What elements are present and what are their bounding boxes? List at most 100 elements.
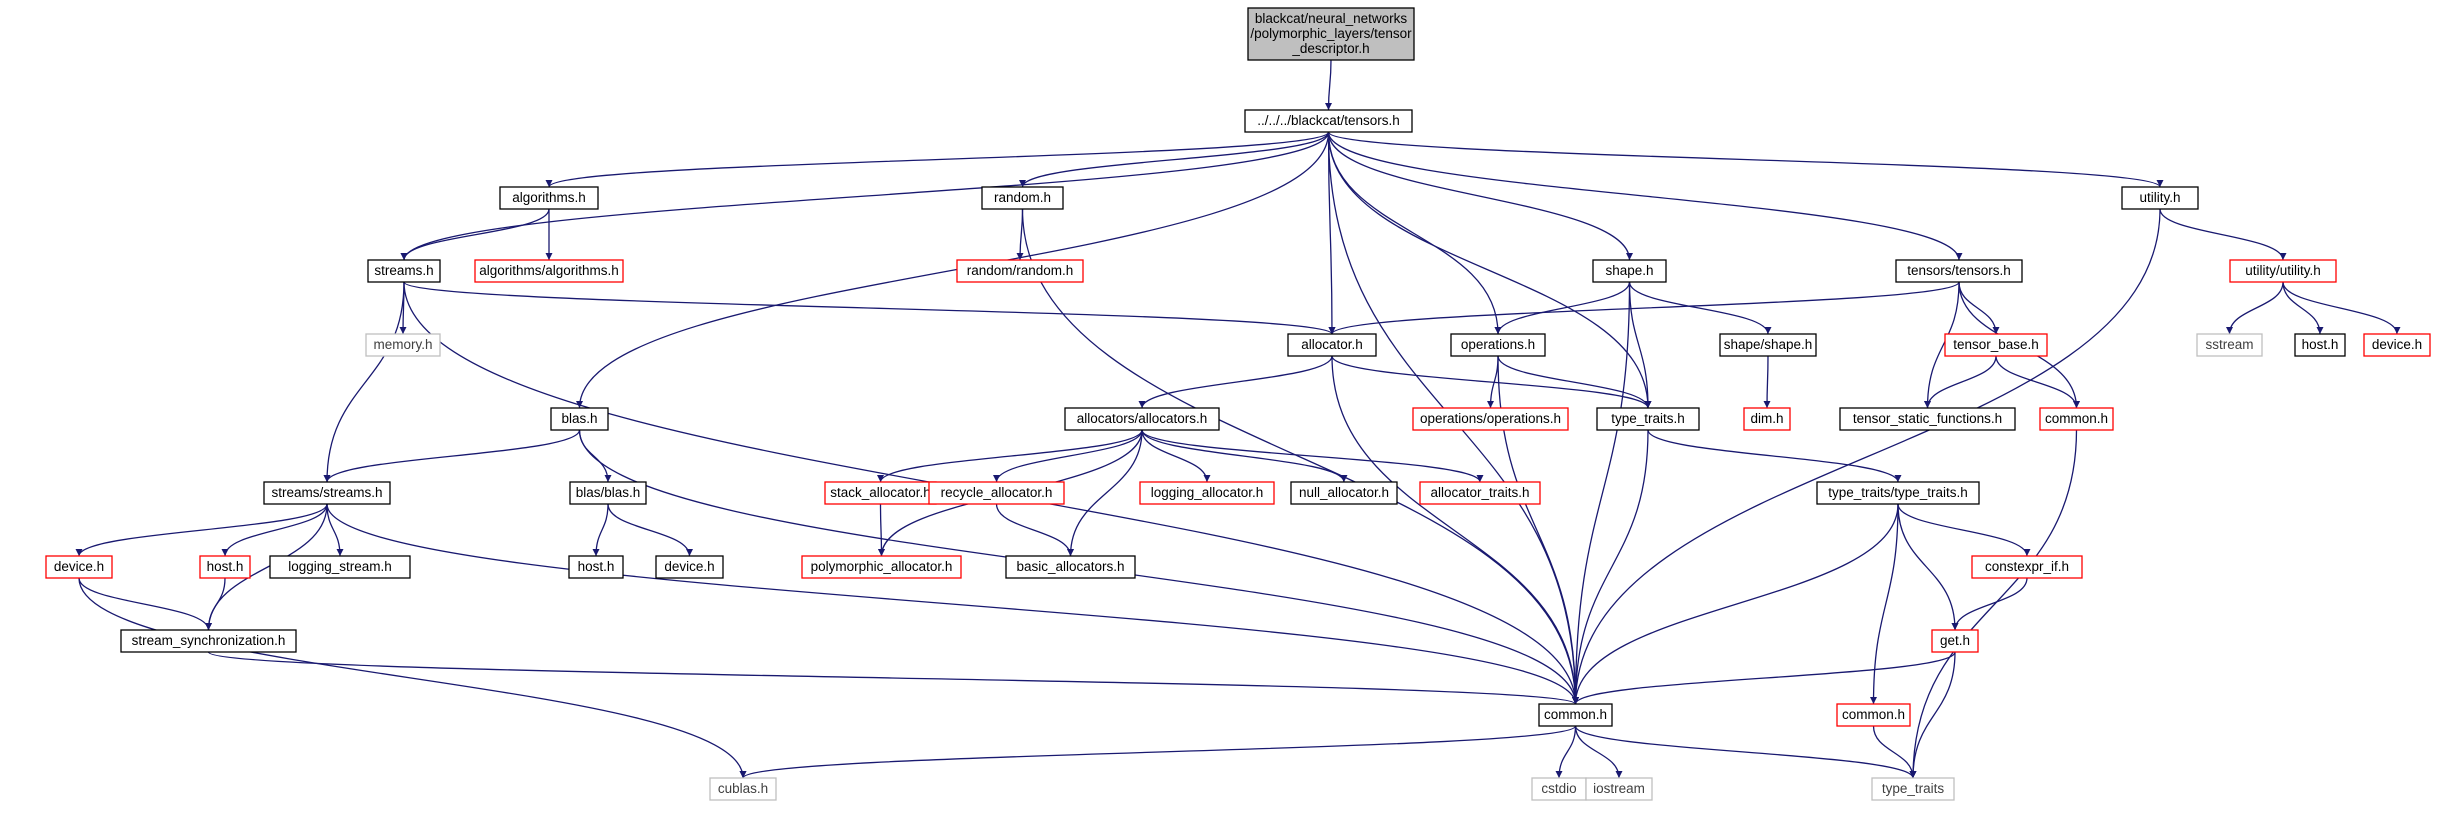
node-device1[interactable]: device.h xyxy=(2363,333,2431,357)
node-label: recycle_allocator.h xyxy=(941,485,1053,500)
node-stream-sync[interactable]: stream_synchronization.h xyxy=(120,629,297,653)
edge-shape-to-shape-shape xyxy=(1628,281,1772,335)
node-constexpr-if[interactable]: constexpr_if.h xyxy=(1971,555,2083,579)
edge xyxy=(1327,131,1633,261)
node-box xyxy=(1944,333,2048,357)
node-alloc-alloc[interactable]: allocators/allocators.h xyxy=(1064,407,1220,431)
node-tensors[interactable]: ../../../blackcat/tensors.h xyxy=(1244,109,1413,133)
edge-common-main-to-type-traits xyxy=(1574,725,1917,779)
node-box xyxy=(263,481,391,505)
node-type-traits-h[interactable]: type_traits.h xyxy=(1596,407,1700,431)
node-label: algorithms.h xyxy=(512,190,586,205)
edge xyxy=(993,429,1143,483)
node-box xyxy=(801,555,962,579)
node-box xyxy=(1139,481,1275,505)
node-host1[interactable]: host.h xyxy=(2294,333,2346,357)
edge xyxy=(1647,429,1902,483)
node-logging-stream[interactable]: logging_stream.h xyxy=(269,555,411,579)
edge xyxy=(1995,355,2080,409)
node-label: host.h xyxy=(207,559,244,574)
node-stack-alloc[interactable]: stack_allocator.h xyxy=(824,481,937,505)
node-box xyxy=(569,481,647,505)
node-blas-blas[interactable]: blas/blas.h xyxy=(569,481,647,505)
node-allocator[interactable]: allocator.h xyxy=(1287,333,1377,357)
node-device3[interactable]: device.h xyxy=(655,555,724,579)
node-shape-shape[interactable]: shape/shape.h xyxy=(1719,333,1817,357)
node-box xyxy=(2121,186,2199,210)
node-box xyxy=(269,555,411,579)
node-tt-tensors[interactable]: tensors/tensors.h xyxy=(1895,259,2023,283)
node-iostream[interactable]: iostream xyxy=(1585,777,1653,801)
edge-alloc-alloc-to-null-alloc xyxy=(1141,429,1348,483)
node-sstream[interactable]: sstream xyxy=(2196,333,2263,357)
edge-algorithms-to-streams xyxy=(400,208,550,261)
node-memory[interactable]: memory.h xyxy=(365,333,441,357)
node-device2[interactable]: device.h xyxy=(45,555,113,579)
node-label: ../../../blackcat/tensors.h xyxy=(1257,113,1400,128)
edge-random-to-common-main xyxy=(1021,208,1579,705)
node-get[interactable]: get.h xyxy=(1931,629,1979,653)
node-tensor-base[interactable]: tensor_base.h xyxy=(1944,333,2048,357)
edge xyxy=(323,281,405,483)
node-label: algorithms/algorithms.h xyxy=(479,263,619,278)
edge xyxy=(995,503,1074,557)
node-box xyxy=(1931,629,1979,653)
node-type-traits[interactable]: type_traits xyxy=(1871,777,1955,801)
edge-streams-streams-to-logging-stream xyxy=(326,503,344,557)
node-label: cublas.h xyxy=(718,781,768,796)
node-blas[interactable]: blas.h xyxy=(550,407,609,431)
node-dim[interactable]: dim.h xyxy=(1743,407,1791,431)
node-label: blas/blas.h xyxy=(576,485,641,500)
node-common-red2[interactable]: common.h xyxy=(1836,703,1911,727)
node-alloc-traits[interactable]: allocator_traits.h xyxy=(1419,481,1541,505)
node-recycle-alloc[interactable]: recycle_allocator.h xyxy=(928,481,1065,505)
node-tsf[interactable]: tensor_static_functions.h xyxy=(1839,407,2016,431)
node-alg-alg[interactable]: algorithms/algorithms.h xyxy=(474,259,624,283)
edge-root-to-tensors xyxy=(1325,59,1333,111)
node-streams-streams[interactable]: streams/streams.h xyxy=(263,481,391,505)
node-host2[interactable]: host.h xyxy=(199,555,251,579)
node-util-util[interactable]: utility/utility.h xyxy=(2229,259,2337,283)
node-common-main[interactable]: common.h xyxy=(1538,703,1613,727)
edge-shape-to-type-traits-h xyxy=(1628,281,1652,409)
node-box xyxy=(367,259,441,283)
edge-alloc-alloc-to-alloc-traits xyxy=(1141,429,1484,483)
edge xyxy=(1909,651,1956,779)
node-null-alloc[interactable]: null_allocator.h xyxy=(1290,481,1398,505)
edge-tensors-to-allocator xyxy=(1327,131,1336,335)
node-label: blas.h xyxy=(561,411,597,426)
node-rand-rand[interactable]: random/random.h xyxy=(956,259,1084,283)
edge-common-red2-to-type-traits xyxy=(1872,725,1917,779)
node-box xyxy=(1419,481,1541,505)
node-tt-tt[interactable]: type_traits/type_traits.h xyxy=(1816,481,1980,505)
node-host3[interactable]: host.h xyxy=(568,555,624,579)
node-root[interactable]: blackcat/neural_networks/polymorphic_lay… xyxy=(1247,7,1415,61)
node-poly-alloc[interactable]: polymorphic_allocator.h xyxy=(801,555,962,579)
node-basic-alloc[interactable]: basic_allocators.h xyxy=(1005,555,1136,579)
node-streams[interactable]: streams.h xyxy=(367,259,441,283)
node-label: tensor_base.h xyxy=(1953,337,2039,352)
edge-tensors-to-blas xyxy=(576,131,1330,409)
node-operations[interactable]: operations.h xyxy=(1450,333,1546,357)
edge xyxy=(1897,503,1959,631)
node-label: type_traits.h xyxy=(1611,411,1685,426)
edge xyxy=(2282,281,2324,335)
node-cstdio[interactable]: cstdio xyxy=(1531,777,1587,801)
node-label: utility/utility.h xyxy=(2245,263,2321,278)
node-box xyxy=(199,555,251,579)
node-cublas[interactable]: cublas.h xyxy=(709,777,777,801)
node-label: stack_allocator.h xyxy=(830,485,931,500)
node-utility[interactable]: utility.h xyxy=(2121,186,2199,210)
edge-allocator-to-common-main xyxy=(1331,355,1579,705)
node-box xyxy=(2229,259,2337,283)
node-random[interactable]: random.h xyxy=(981,186,1064,210)
node-logging-alloc[interactable]: logging_allocator.h xyxy=(1139,481,1275,505)
node-label: device.h xyxy=(664,559,714,574)
node-shape[interactable]: shape.h xyxy=(1592,259,1667,283)
node-algorithms[interactable]: algorithms.h xyxy=(499,186,599,210)
node-common-red1[interactable]: common.h xyxy=(2039,407,2114,431)
node-ops-ops[interactable]: operations/operations.h xyxy=(1412,407,1569,431)
edge xyxy=(1327,131,1502,335)
node-label: tensor_static_functions.h xyxy=(1853,411,2002,426)
edge xyxy=(1572,651,1956,705)
